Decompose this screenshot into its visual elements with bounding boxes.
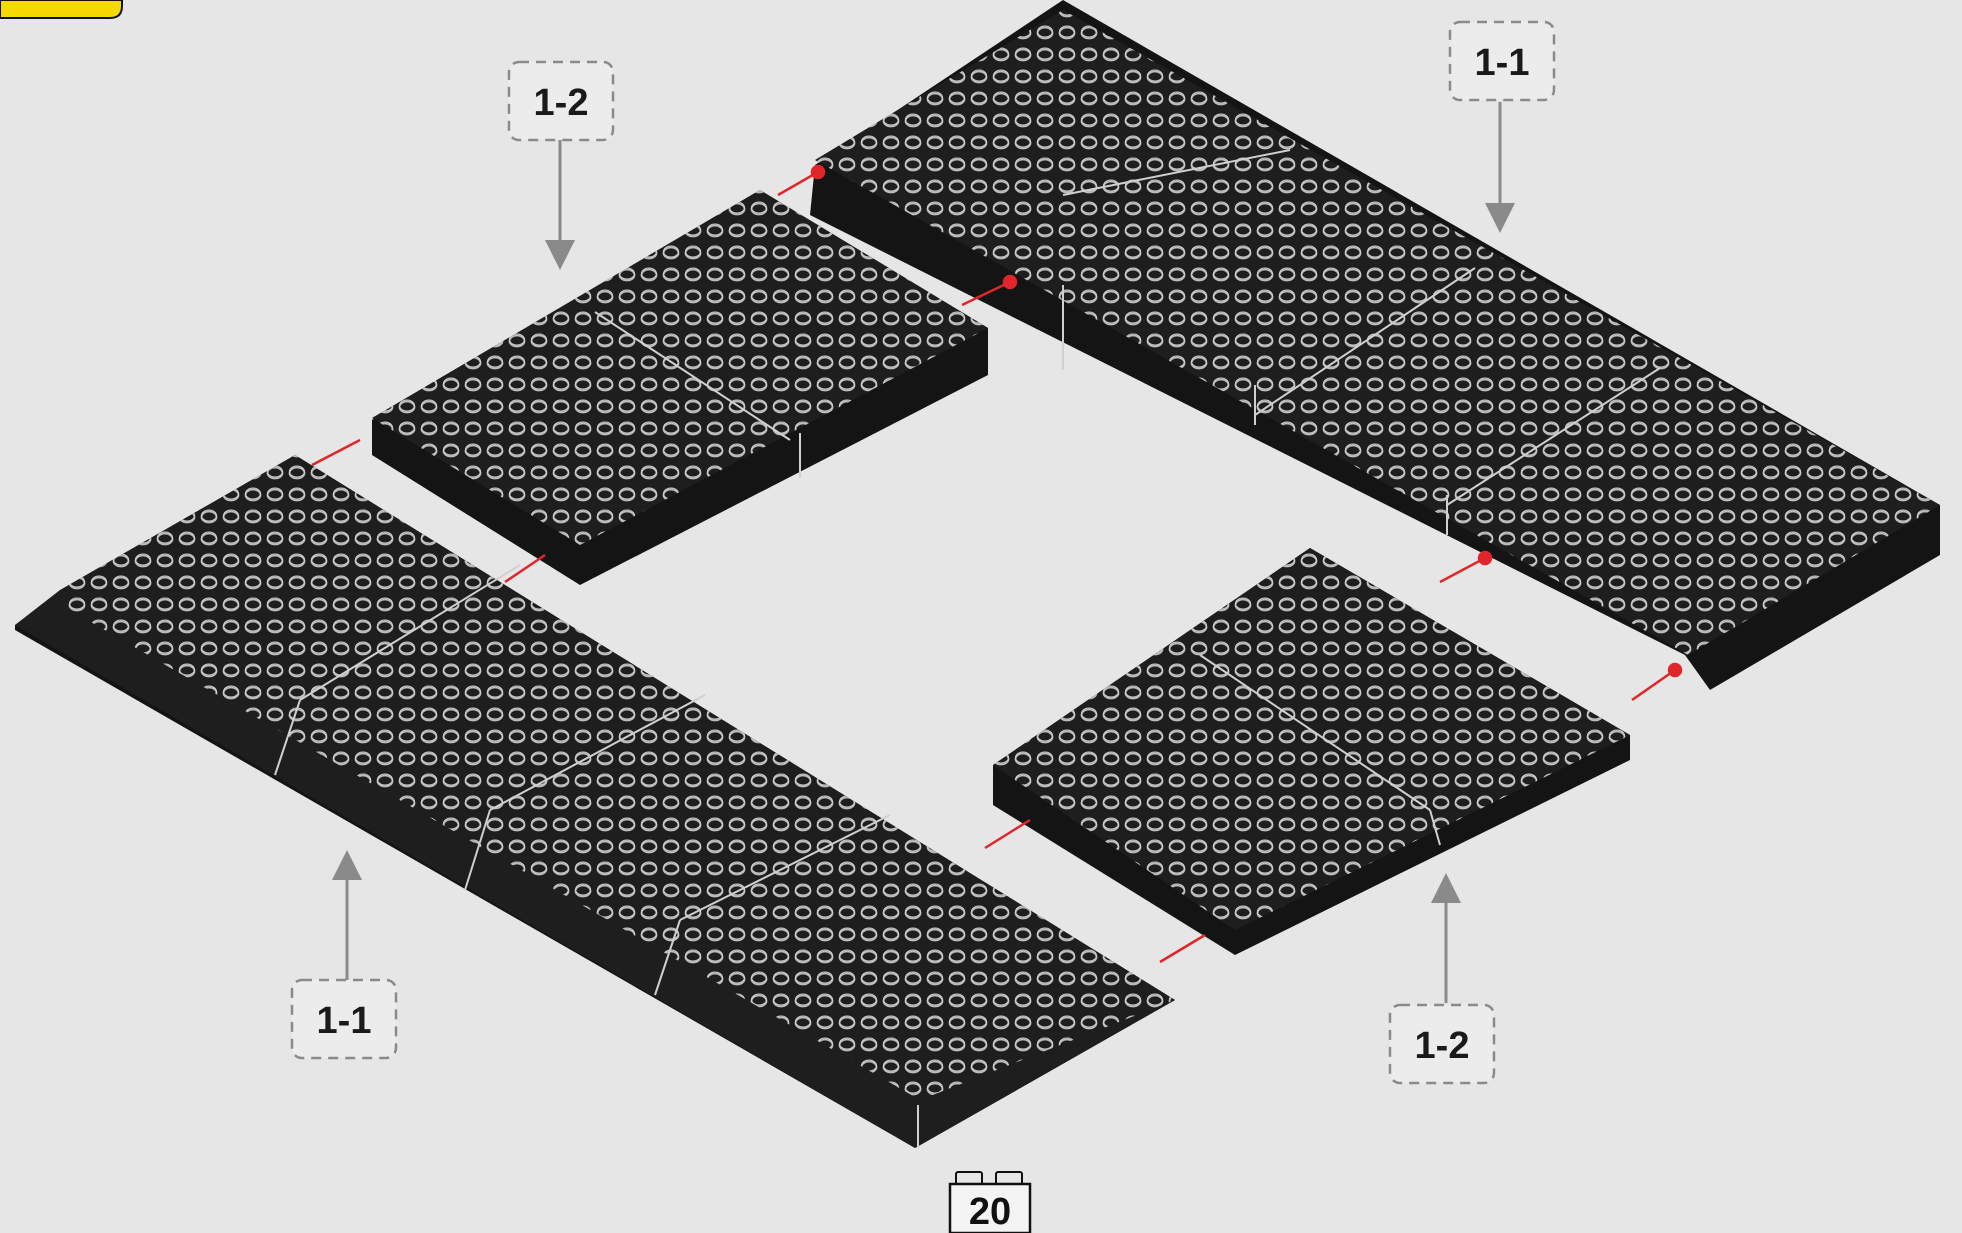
page-number-brick: 20 [950,1172,1030,1233]
callout-1-2-bottom: 1-2 [1390,1005,1494,1083]
page-number: 20 [969,1191,1011,1233]
callout-label: 1-2 [534,82,589,124]
corner-tab [0,0,122,18]
callout-label: 1-1 [317,1000,372,1042]
callout-label: 1-2 [1415,1025,1470,1067]
callout-1-2-top: 1-2 [509,62,613,140]
plate-bottom-right [993,548,1630,955]
callout-label: 1-1 [1475,42,1530,84]
callout-1-1-bottom: 1-1 [292,980,396,1058]
callout-1-1-top: 1-1 [1450,22,1554,100]
